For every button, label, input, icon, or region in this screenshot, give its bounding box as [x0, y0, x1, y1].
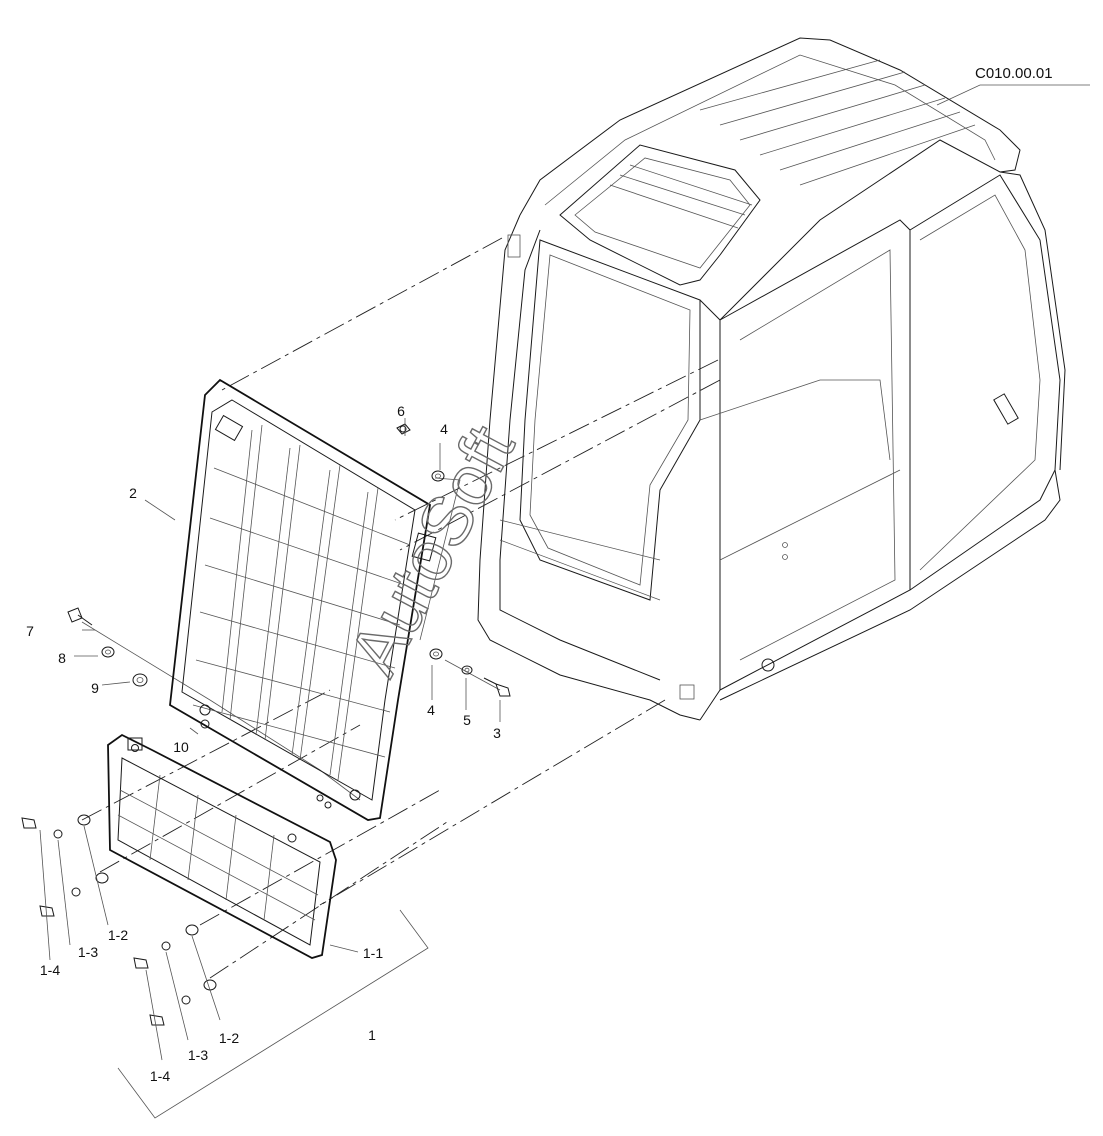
reference-code-label: C010.00.01: [975, 65, 1053, 82]
callout-1-1: 1-1: [363, 945, 383, 961]
callout-1-3-lower: 1-3: [188, 1047, 208, 1063]
label-leader-lines: [117, 84, 1090, 1119]
callout-9: 9: [91, 680, 99, 696]
callout-1-2-upper: 1-2: [108, 927, 128, 943]
callout-7: 7: [26, 623, 34, 639]
callout-1: 1: [368, 1027, 376, 1043]
alignment-dashed-lines: [81, 237, 721, 979]
callout-2: 2: [129, 485, 137, 501]
lower-guard-grille: [107, 733, 337, 959]
callout-5: 5: [463, 712, 471, 728]
callout-8: 8: [58, 650, 66, 666]
callout-4-lower: 4: [427, 702, 435, 718]
operator-cab-drawing: [477, 37, 1066, 721]
callout-6: 6: [397, 403, 405, 419]
autosoft-watermark: AutoSoft: [334, 413, 530, 688]
callout-1-4-lower: 1-4: [150, 1068, 170, 1084]
hardware-parts: [21, 418, 511, 1061]
callout-1-2-lower: 1-2: [219, 1030, 239, 1046]
callout-1-3-upper: 1-3: [78, 944, 98, 960]
watermark-text: AutoSoft: [334, 413, 529, 687]
callout-4-upper: 4: [440, 421, 448, 437]
upper-guard-grille: [169, 378, 437, 821]
callout-10: 10: [173, 739, 189, 755]
callout-1-4-upper: 1-4: [40, 962, 60, 978]
callout-3: 3: [493, 725, 501, 741]
